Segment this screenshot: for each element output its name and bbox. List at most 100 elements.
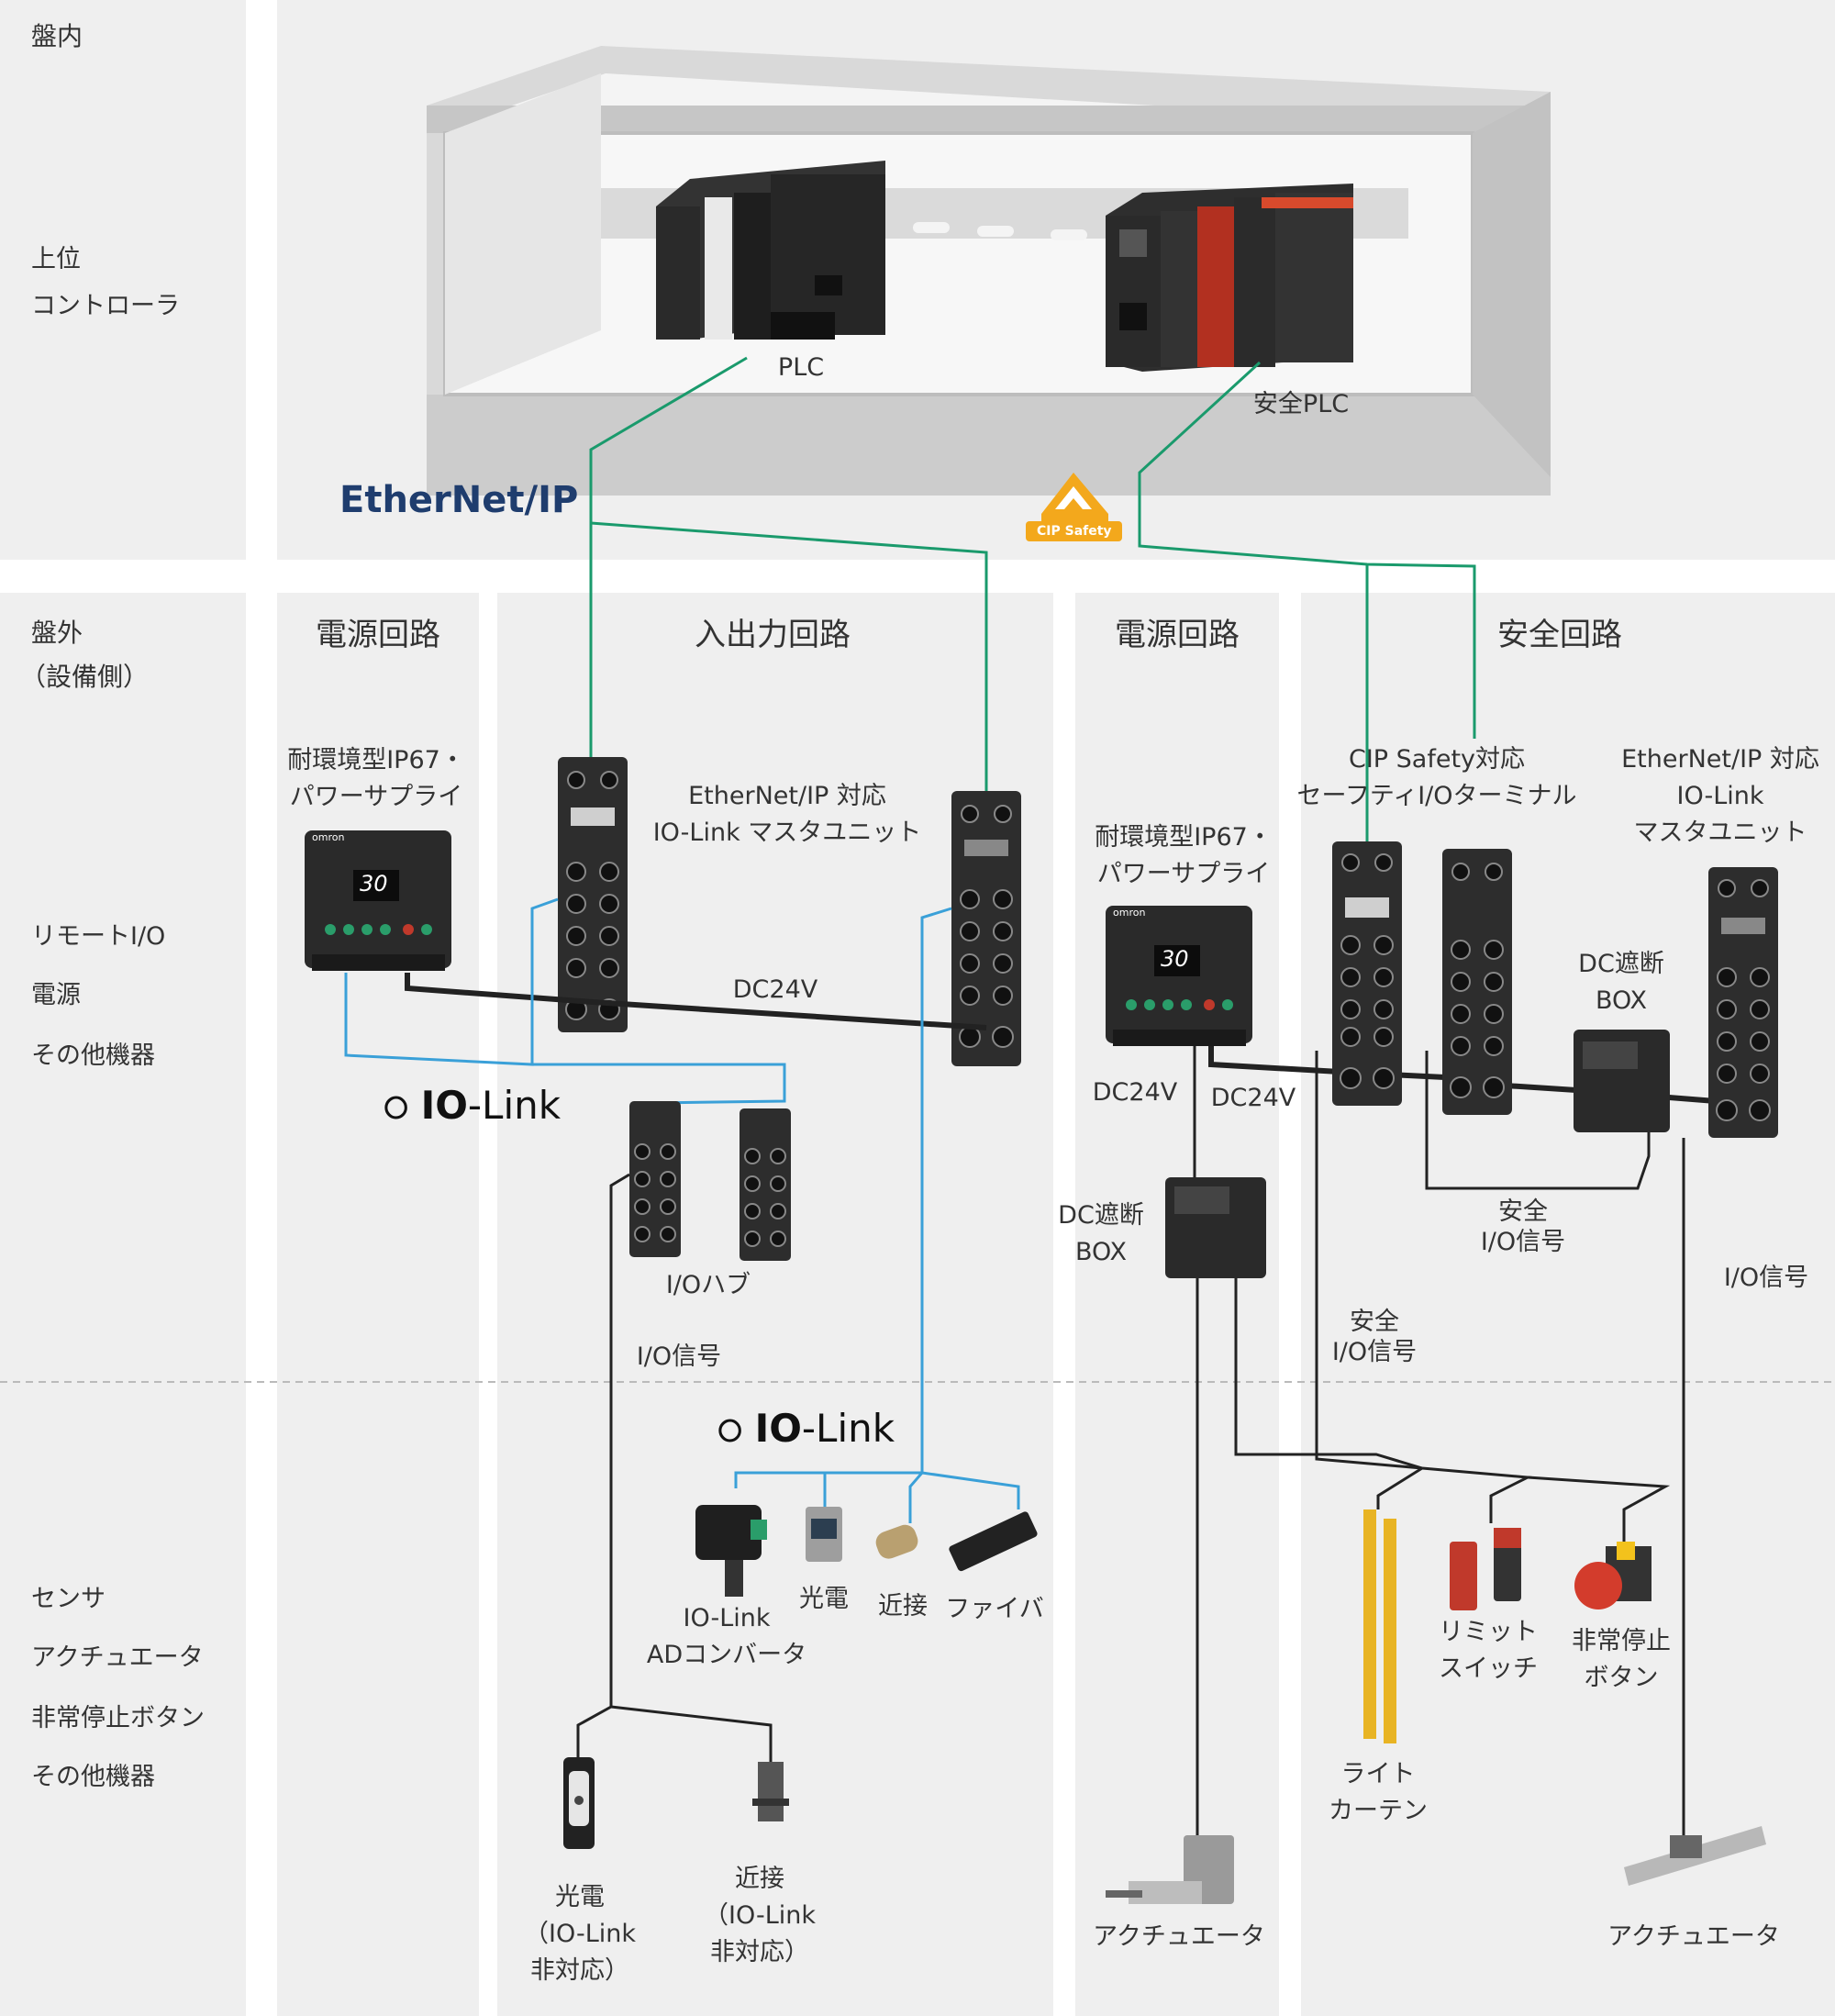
prox-sensor-legacy: [752, 1762, 789, 1821]
line-safety-to-sensors: [1234, 1278, 1423, 1470]
iolink-logo-2: ⭘ IO-Link: [717, 1406, 895, 1451]
label-ad-converter-2: ADコンバータ: [646, 1641, 807, 1669]
label-cip-terminal-2: セーフティI/Oターミナル: [1296, 782, 1577, 810]
label-controller-1: 上位: [31, 245, 81, 273]
line-estop: [1527, 1476, 1671, 1546]
label-cip-terminal-1: CIP Safety対応: [1348, 745, 1526, 774]
panel-left-bottom: [0, 593, 246, 2016]
iolink-master-3: [1708, 867, 1778, 1138]
line-light-curtain: [1376, 1466, 1423, 1509]
label-controller-2: コントローラ: [31, 292, 180, 320]
prox-sensor: [875, 1524, 918, 1559]
ps1-brand: omron: [312, 831, 345, 843]
iolink-line-prox: [908, 1472, 924, 1523]
safety-io-terminal-1: [1332, 841, 1402, 1106]
panel-safety: [1301, 593, 1835, 2016]
eip-line-plc-master1: [589, 356, 748, 757]
label-eip-iolink2-2: IO-Link: [1676, 782, 1764, 810]
iolink-logo-1-prefix: IO: [420, 1083, 468, 1128]
eip-line-master2: [590, 521, 988, 794]
label-dc-box-2b: BOX: [1595, 986, 1648, 1015]
label-eip-iolink-2: IO-Link マスタユニット: [652, 819, 922, 847]
label-prox: 近接: [878, 1592, 928, 1621]
ps2-brand: omron: [1113, 907, 1146, 919]
header-power-2: 電源回路: [1115, 617, 1240, 653]
label-safety-plc: 安全PLC: [1252, 390, 1350, 418]
io-hub-2: [740, 1108, 791, 1261]
actuator-1: [1106, 1835, 1234, 1904]
power-supply-2: [1106, 906, 1252, 1046]
label-eip-iolink2-1: EtherNet/IP 対応: [1621, 745, 1819, 774]
panel-power1: [277, 593, 479, 2016]
io-signal-line-prox: [610, 1705, 773, 1762]
ps1-display: 30: [360, 871, 388, 897]
label-dc24v-3: DC24V: [1210, 1084, 1296, 1112]
safety-plc-device: [1106, 184, 1353, 372]
label-light-curtain-1: ライト: [1340, 1760, 1416, 1788]
label-eip-iolink2-3: マスタユニット: [1633, 819, 1807, 847]
label-safe-io-2a: 安全: [1350, 1308, 1399, 1336]
label-safe-io-1b: I/O信号: [1480, 1228, 1566, 1256]
iolink-line-fiber: [921, 1471, 1020, 1509]
iolink-master-1: [558, 757, 628, 1032]
label-remote-2: 電源: [31, 981, 81, 1009]
safe-line-down: [1315, 1051, 1423, 1470]
label-estop-2: ボタン: [1584, 1664, 1659, 1692]
header-io: 入出力回路: [695, 617, 851, 653]
label-photo-legacy-1: 光電: [555, 1883, 605, 1911]
label-dc-box-2a: DC遮断: [1578, 950, 1664, 978]
label-ps1-1: 耐環境型IP67・: [287, 746, 465, 774]
light-curtain: [1363, 1509, 1396, 1743]
fiber-sensor: [949, 1511, 1038, 1572]
label-out-panel-2: （設備側）: [20, 662, 150, 692]
label-io-signal-1: I/O信号: [636, 1342, 722, 1371]
header-power-1: 電源回路: [316, 617, 440, 653]
cip-safety-logo: CIP Safety: [1037, 524, 1112, 539]
label-dc24v-1: DC24V: [732, 975, 818, 1004]
label-remote-3: その他機器: [31, 1041, 155, 1070]
label-dc-box-1a: DC遮断: [1058, 1201, 1144, 1230]
iolink-logo-2-prefix: IO: [754, 1406, 802, 1451]
label-safe-io-1a: 安全: [1498, 1197, 1548, 1226]
label-actuator-2: アクチュエータ: [1607, 1922, 1780, 1951]
estop-device: [1574, 1542, 1652, 1609]
cip-line-safety: [1138, 361, 1476, 739]
label-eip-iolink-1: EtherNet/IP 対応: [688, 782, 886, 810]
photo-sensor-legacy: [563, 1757, 595, 1849]
label-prox-legacy-1: 近接: [735, 1865, 784, 1893]
plc-device: [656, 161, 885, 340]
iolink-line-ad: [734, 1471, 922, 1488]
line-limit-switch: [1421, 1466, 1533, 1523]
actuator-2: [1624, 1826, 1766, 1886]
label-prox-legacy-2: （IO-Link: [703, 1901, 817, 1930]
label-remote-1: リモートI/O: [31, 922, 166, 951]
iolink-logo-2-suffix: -Link: [801, 1406, 895, 1451]
label-sensor-3: 非常停止ボタン: [31, 1704, 205, 1732]
label-safe-io-2b: I/O信号: [1331, 1338, 1418, 1366]
label-sensor-2: アクチュエータ: [31, 1643, 204, 1672]
dc24v-line-1: [405, 973, 987, 1030]
label-ps2-1: 耐環境型IP67・: [1095, 823, 1273, 852]
label-photo-legacy-3: 非対応）: [530, 1956, 629, 1985]
label-actuator-1: アクチュエータ: [1093, 1922, 1265, 1951]
label-io-hub: I/Oハブ: [665, 1271, 751, 1299]
label-plc: PLC: [777, 353, 825, 382]
label-sensor-4: その他機器: [31, 1763, 155, 1791]
label-limit-switch-1: リミット: [1439, 1618, 1538, 1646]
label-fiber: ファイバ: [945, 1595, 1044, 1623]
label-in-panel: 盤内: [31, 21, 83, 51]
dc-cutoff-box-1: [1165, 1177, 1266, 1278]
header-safety: 安全回路: [1497, 617, 1622, 653]
label-limit-switch-2: スイッチ: [1439, 1654, 1538, 1683]
panel-left-top: [0, 0, 246, 560]
iolink-line-sensors: [920, 907, 952, 1473]
label-dc-box-1b: BOX: [1074, 1238, 1128, 1266]
limit-switch-device: [1450, 1528, 1521, 1610]
iolink-logo-1-suffix: -Link: [467, 1083, 562, 1128]
label-dc24v-2: DC24V: [1092, 1078, 1178, 1107]
label-ps2-2: パワーサプライ: [1096, 860, 1271, 888]
label-out-panel-1: 盤外: [31, 618, 83, 648]
io-signal-line-photo: [576, 1173, 630, 1757]
control-cabinet: [427, 46, 1551, 496]
